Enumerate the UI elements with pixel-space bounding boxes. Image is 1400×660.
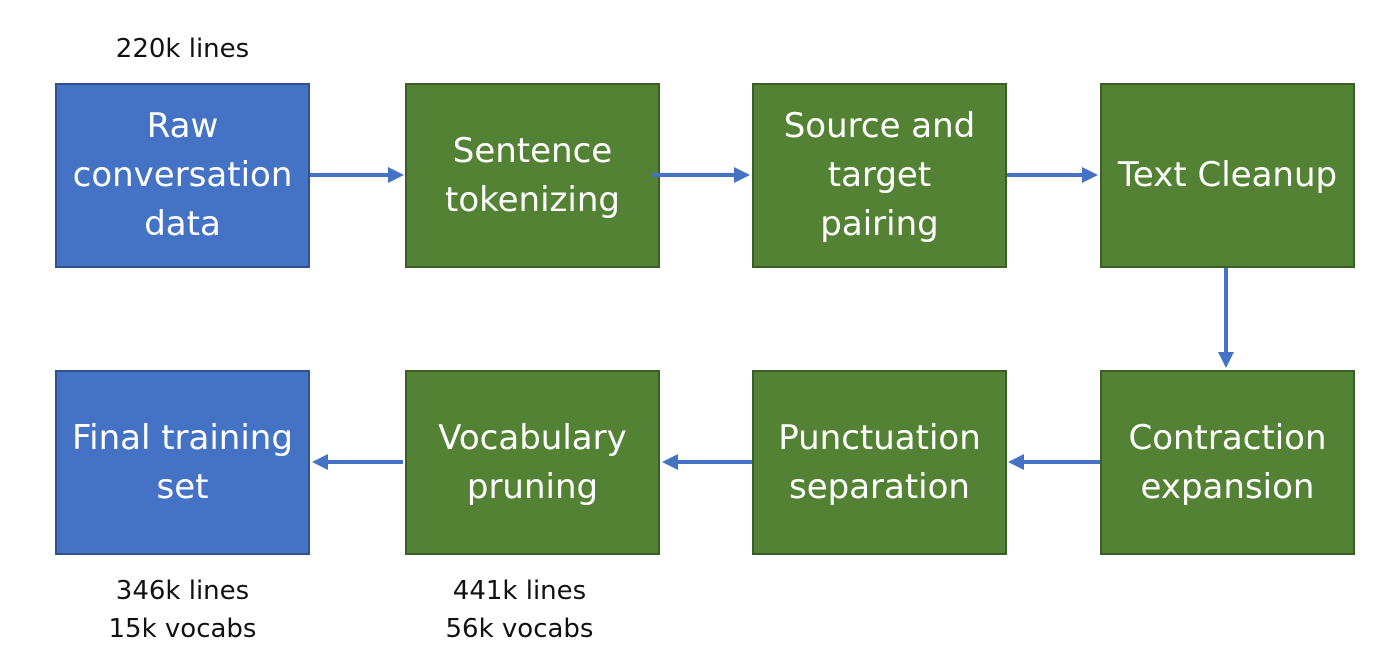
raw-conversation-data-box: Raw conversation data <box>55 83 310 268</box>
arrow-pairing-to-cleanup <box>1007 167 1098 183</box>
pruning-stats: 441k lines 56k vocabs <box>445 576 594 644</box>
arrow-tokenize-to-pairing <box>652 167 750 183</box>
arrow-punctuation-to-pruning <box>662 454 752 470</box>
text-cleanup-box: Text Cleanup <box>1100 83 1355 268</box>
raw-data-line-count: 220k lines <box>115 34 250 64</box>
final-set-stats: 346k lines 15k vocabs <box>108 576 257 644</box>
final-training-set-box: Final training set <box>55 370 310 555</box>
arrow-raw-to-tokenize <box>310 167 404 183</box>
source-target-pairing-box: Source and target pairing <box>752 83 1007 268</box>
arrow-cleanup-to-contraction <box>1218 268 1234 368</box>
arrow-pruning-to-final <box>312 454 403 470</box>
arrow-contraction-to-punctuation <box>1008 454 1100 470</box>
contraction-expansion-box: Contraction expansion <box>1100 370 1355 555</box>
vocabulary-pruning-box: Vocabulary pruning <box>405 370 660 555</box>
punctuation-separation-box: Punctuation separation <box>752 370 1007 555</box>
